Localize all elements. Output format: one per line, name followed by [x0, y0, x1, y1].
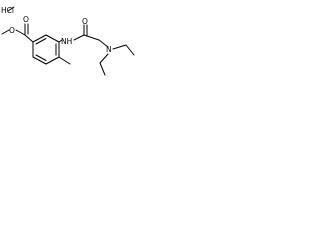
hcl-label: HCl — [1, 6, 14, 15]
amine-nitrogen-label: N — [106, 45, 112, 54]
amide-nitrogen-label: NH — [61, 37, 72, 46]
methyl-o-bond — [1, 29, 10, 35]
nh-carbonyl-bond — [73, 34, 85, 41]
n-ethyl1-ch2-bond — [99, 53, 109, 64]
o-carbonyl-bond — [15, 29, 26, 36]
ring-inner-double-3 — [35, 54, 47, 61]
ester-carbonyl-oxygen-label: O — [23, 15, 29, 24]
ring-methyl-bond — [58, 56, 71, 65]
chemical-structure-diagram: HCl O O NH O — [1, 6, 135, 76]
carbonyl-ch2-bond — [83, 34, 100, 41]
diethylamino-group: N — [99, 44, 135, 76]
hydrochloride-salt: HCl — [1, 6, 15, 15]
ring-bond-2 — [45, 34, 60, 43]
n-ethyl2-ch2-bond — [112, 44, 127, 50]
ethyl2-ch3-bond — [125, 44, 135, 56]
amide-linkage: NH O — [58, 17, 109, 48]
carbonyl-ring-bond — [24, 34, 34, 43]
ring-nh-bond — [58, 39, 63, 43]
benzene-ring — [32, 34, 60, 65]
ring-bond-5 — [32, 56, 47, 65]
methyl-ester-group: O O — [1, 15, 34, 43]
ring-inner-double-1 — [35, 38, 47, 45]
ethyl1-ch3-bond — [99, 62, 106, 76]
ch2-n-bond — [98, 39, 109, 48]
amide-carbonyl-oxygen-label: O — [82, 17, 88, 26]
ring-bond-4 — [45, 56, 60, 65]
ring-bond-1 — [32, 34, 47, 43]
ester-oxygen-label: O — [9, 26, 15, 35]
h-cl-bond — [7, 6, 15, 12]
